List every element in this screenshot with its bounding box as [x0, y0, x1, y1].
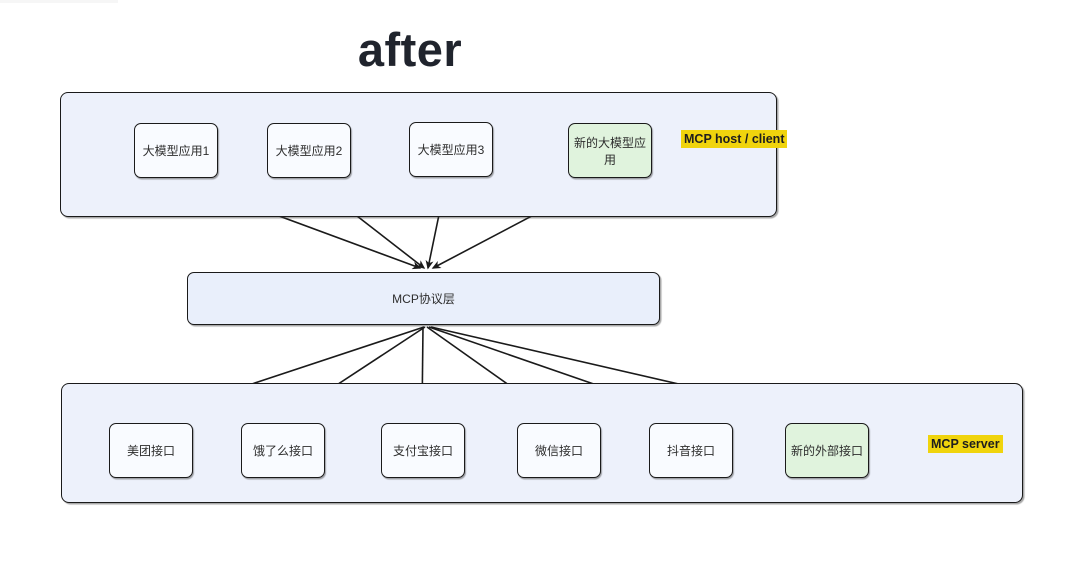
node-label: 饿了么接口 — [252, 444, 313, 458]
node-label: 抖音接口 — [666, 444, 715, 458]
node-label: 支付宝接口 — [392, 444, 453, 458]
node-label: 美团接口 — [126, 444, 175, 458]
node-llm-app-3[interactable]: 大模型应用3 — [409, 122, 493, 177]
node-llm-app-2[interactable]: 大模型应用2 — [267, 123, 351, 178]
node-alipay-interface[interactable]: 支付宝接口 — [381, 423, 465, 478]
node-llm-app-1[interactable]: 大模型应用1 — [134, 123, 218, 178]
node-new-llm-app[interactable]: 新的大模型应用 — [568, 123, 652, 178]
node-label: 大模型应用2 — [275, 144, 343, 158]
node-label: 大模型应用1 — [142, 144, 210, 158]
node-label: 新的大模型应用 — [573, 135, 646, 167]
diagram-title: after — [357, 23, 463, 76]
host-group-label: MCP host / client — [681, 130, 788, 148]
node-label: 大模型应用3 — [417, 143, 485, 157]
host-group-container[interactable]: 大模型应用1 大模型应用2 大模型应用3 新的大模型应用 MCP host / … — [60, 92, 788, 217]
node-meituan-interface[interactable]: 美团接口 — [109, 423, 193, 478]
node-new-external-interface[interactable]: 新的外部接口 — [785, 423, 869, 478]
screen-artifact — [0, 0, 118, 3]
node-eleme-interface[interactable]: 饿了么接口 — [241, 423, 325, 478]
node-mcp-protocol-layer[interactable]: MCP协议层 — [187, 272, 660, 325]
node-label: 新的外部接口 — [790, 444, 863, 458]
server-group-label: MCP server — [928, 435, 1003, 453]
node-label: MCP协议层 — [392, 292, 455, 306]
node-wechat-interface[interactable]: 微信接口 — [517, 423, 601, 478]
server-group-container[interactable]: 美团接口 饿了么接口 支付宝接口 微信接口 抖音接口 新的外部接口 MCP se… — [61, 383, 1023, 503]
node-label: 微信接口 — [534, 444, 583, 458]
node-douyin-interface[interactable]: 抖音接口 — [649, 423, 733, 478]
